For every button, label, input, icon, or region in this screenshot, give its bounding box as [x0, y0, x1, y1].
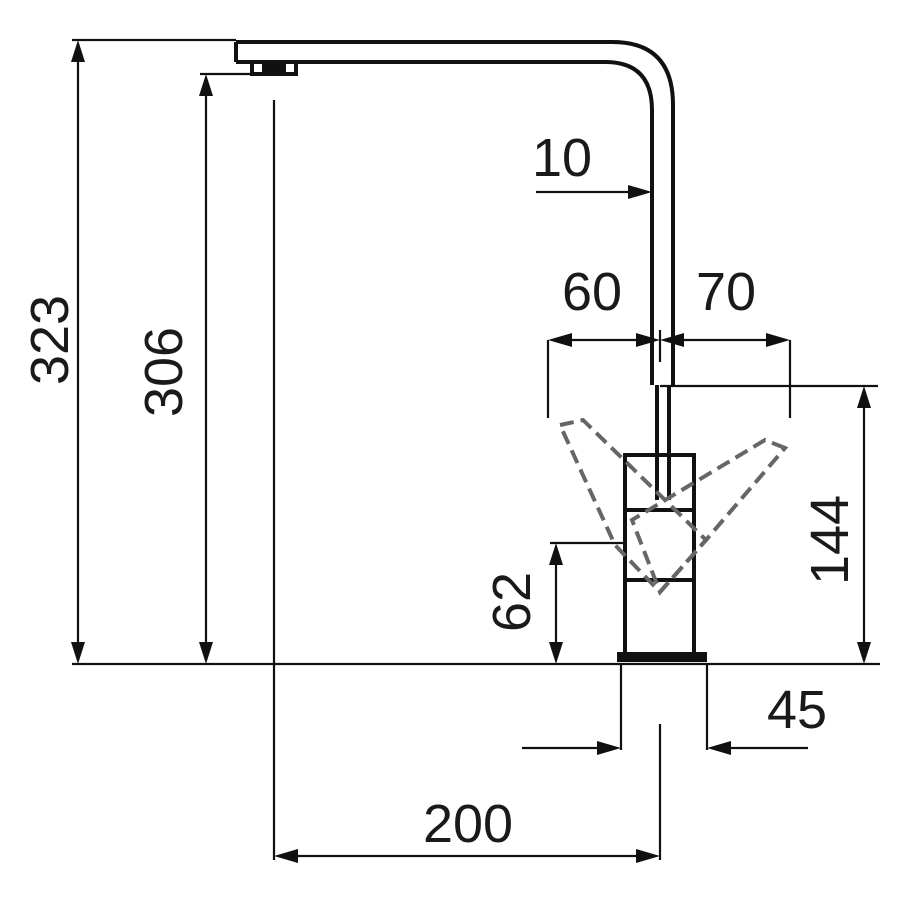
spout-inner — [236, 60, 654, 385]
swivel-neck — [655, 385, 671, 500]
handle-position-right — [629, 437, 789, 596]
base-plate — [617, 652, 707, 662]
label-handle-height: 62 — [482, 572, 542, 632]
label-reach: 200 — [423, 794, 513, 854]
label-swivel-right: 70 — [696, 262, 756, 322]
label-swivel-left: 60 — [562, 262, 622, 322]
aerator-fill — [262, 64, 286, 73]
dimension-total-height: 323 — [20, 38, 236, 664]
dimension-base-diameter: 45 — [522, 664, 827, 755]
faucet-outline — [234, 40, 707, 662]
dimension-spout-thickness: 10 — [532, 128, 652, 199]
label-body-height: 144 — [800, 495, 860, 585]
dimension-swivel: 60 70 — [546, 262, 792, 418]
faucet-body — [623, 453, 696, 657]
dimension-spout-height: 306 — [134, 72, 252, 664]
label-base-diameter: 45 — [767, 680, 827, 740]
swivel-range-dashed — [557, 417, 789, 596]
label-spout-height: 306 — [134, 327, 194, 417]
aerator — [250, 60, 298, 76]
handle-position-left — [557, 417, 709, 595]
dimension-handle-height: 62 — [482, 541, 625, 664]
handle-lines — [625, 508, 694, 582]
dimension-body-height: 144 — [660, 384, 878, 664]
dimension-reach: 200 — [274, 724, 662, 863]
spout-outer — [236, 40, 675, 385]
label-spout-thickness: 10 — [532, 128, 592, 188]
label-total-height: 323 — [20, 295, 80, 385]
